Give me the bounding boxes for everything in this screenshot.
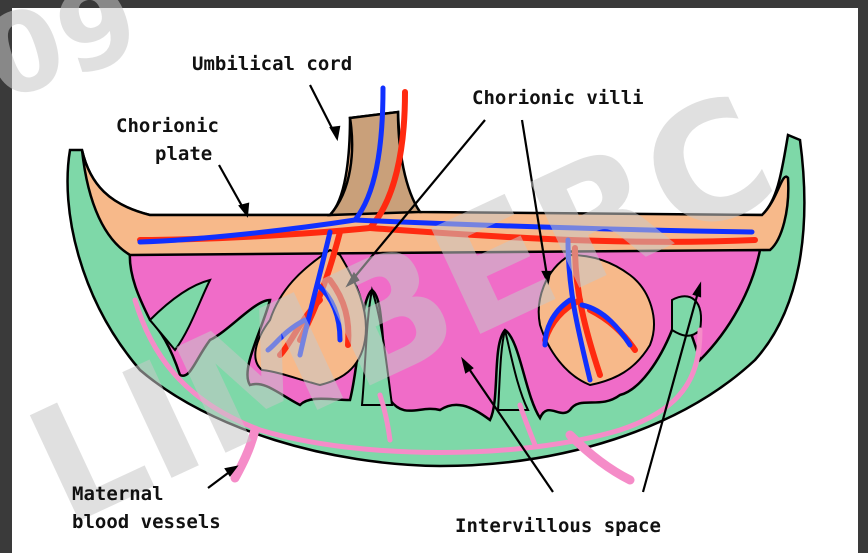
label-maternal-1: Maternal: [72, 483, 164, 505]
watermark-fragment: 09: [0, 0, 153, 125]
label-chorionic-plate-1: Chorionic: [116, 115, 219, 137]
label-maternal-2: blood vessels: [72, 511, 221, 533]
label-intervillous-space: Intervillous space: [455, 515, 661, 537]
label-chorionic-plate-2: plate: [155, 143, 212, 165]
septum-far-right: [672, 296, 701, 336]
label-umbilical-cord: Umbilical cord: [192, 53, 352, 75]
label-chorionic-villi: Chorionic villi: [472, 87, 644, 109]
